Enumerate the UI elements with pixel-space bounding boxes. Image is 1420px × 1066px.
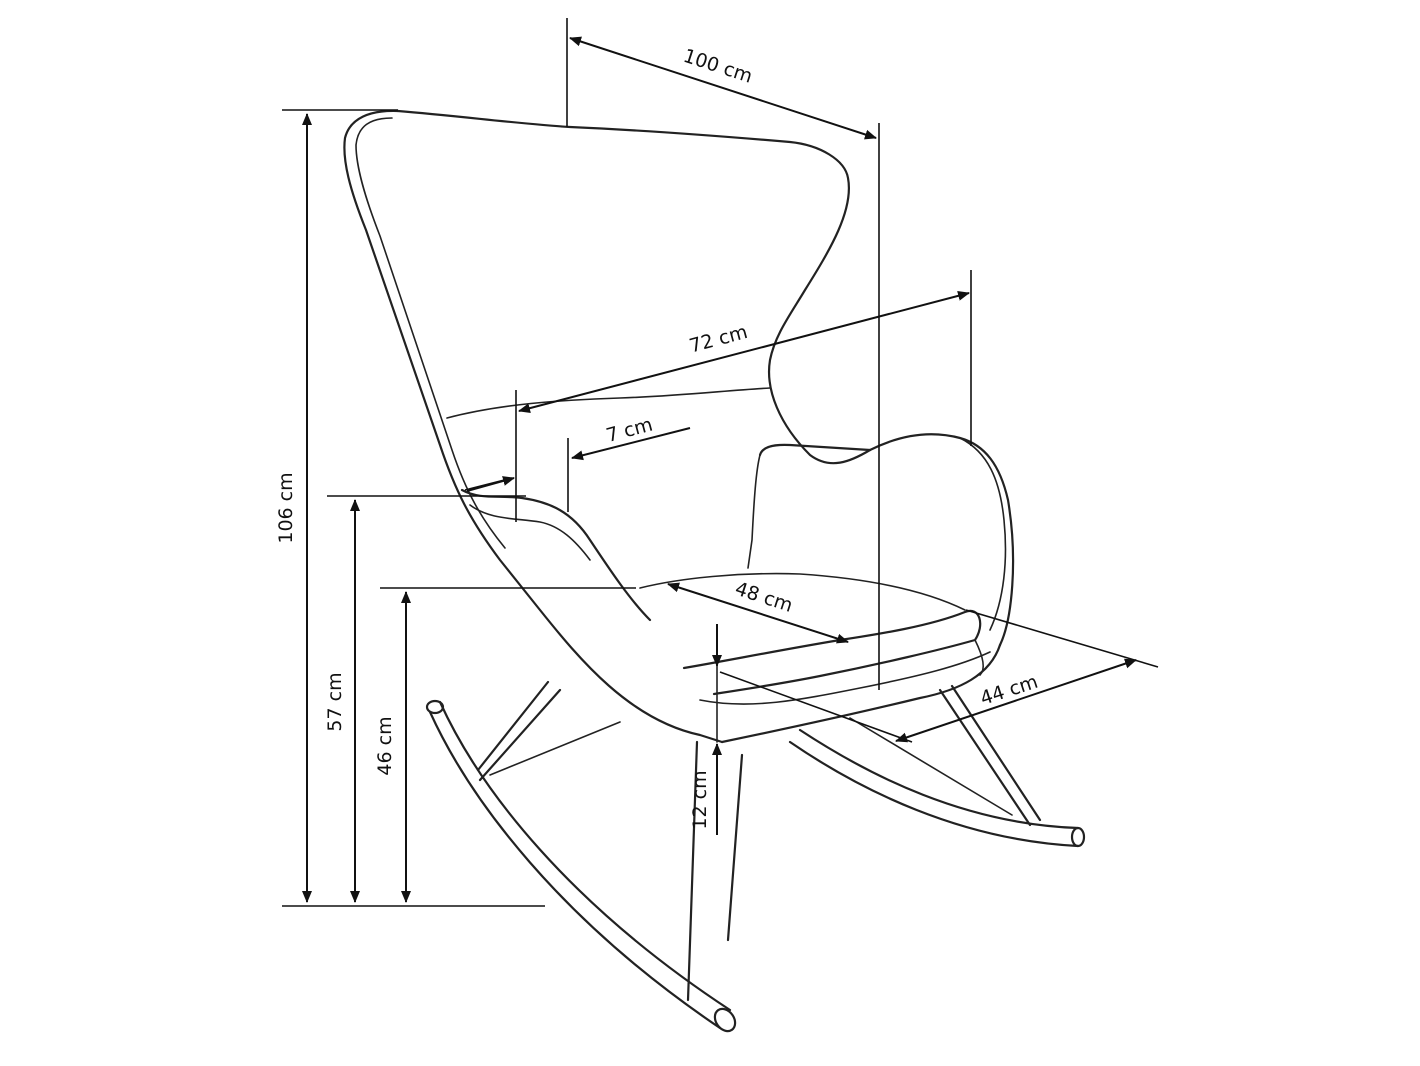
label-armrest: 7 cm <box>604 413 655 446</box>
left-runner-end <box>713 1007 737 1033</box>
leg-back-left-2 <box>476 680 550 772</box>
right-armrest-inner <box>758 443 872 457</box>
back-shell-inner <box>355 117 506 549</box>
label-seat-width: 44 cm <box>978 671 1041 710</box>
back-top-edge <box>396 109 872 465</box>
seat-back-edge <box>639 572 966 611</box>
dim-seat-depth <box>667 582 849 644</box>
ext-44-top <box>965 609 1159 668</box>
label-seat-height: 46 cm <box>374 716 396 775</box>
label-arm-height: 57 cm <box>324 672 346 731</box>
right-wing <box>868 433 1015 647</box>
left-armrest <box>460 488 652 622</box>
dim-seat-width <box>895 658 1137 743</box>
right-runner-end <box>1070 826 1086 848</box>
right-rocker-runner-inner <box>798 728 1080 830</box>
ext-44-bottom <box>719 671 913 743</box>
right-cross-bar <box>849 717 1013 816</box>
left-rocker-runner-inner <box>438 700 732 1012</box>
dim-armrest-left <box>466 476 515 492</box>
seat-front-edge <box>682 609 982 696</box>
left-wing-line <box>446 387 771 419</box>
right-armrest-edge <box>747 454 761 569</box>
right-armrest-curve <box>959 437 1007 631</box>
left-rocker-runner <box>428 710 722 1030</box>
rocker-base <box>425 680 1086 1033</box>
lower-shell-inner <box>699 651 991 705</box>
left-armrest-inner <box>469 504 591 561</box>
label-total-height: 106 cm <box>275 472 297 543</box>
leg-front-left-2 <box>726 753 744 942</box>
chair-outline <box>343 109 1015 744</box>
dimension-lines <box>282 18 1159 907</box>
label-seat-thickness: 12 cm <box>689 770 711 829</box>
lower-shell <box>720 643 1002 744</box>
left-cross-bar <box>489 721 621 776</box>
right-rocker-runner <box>788 740 1080 848</box>
leg-front-left <box>686 740 699 1002</box>
dim-armrest-right <box>571 427 691 461</box>
leg-back-left <box>478 688 562 782</box>
back-shell-outer <box>343 109 724 744</box>
label-seat-depth: 48 cm <box>732 578 795 617</box>
label-width-back: 100 cm <box>681 45 756 88</box>
dim-width-arms <box>518 290 970 414</box>
dim-width-back <box>569 36 877 140</box>
left-runner-tip <box>425 699 445 715</box>
